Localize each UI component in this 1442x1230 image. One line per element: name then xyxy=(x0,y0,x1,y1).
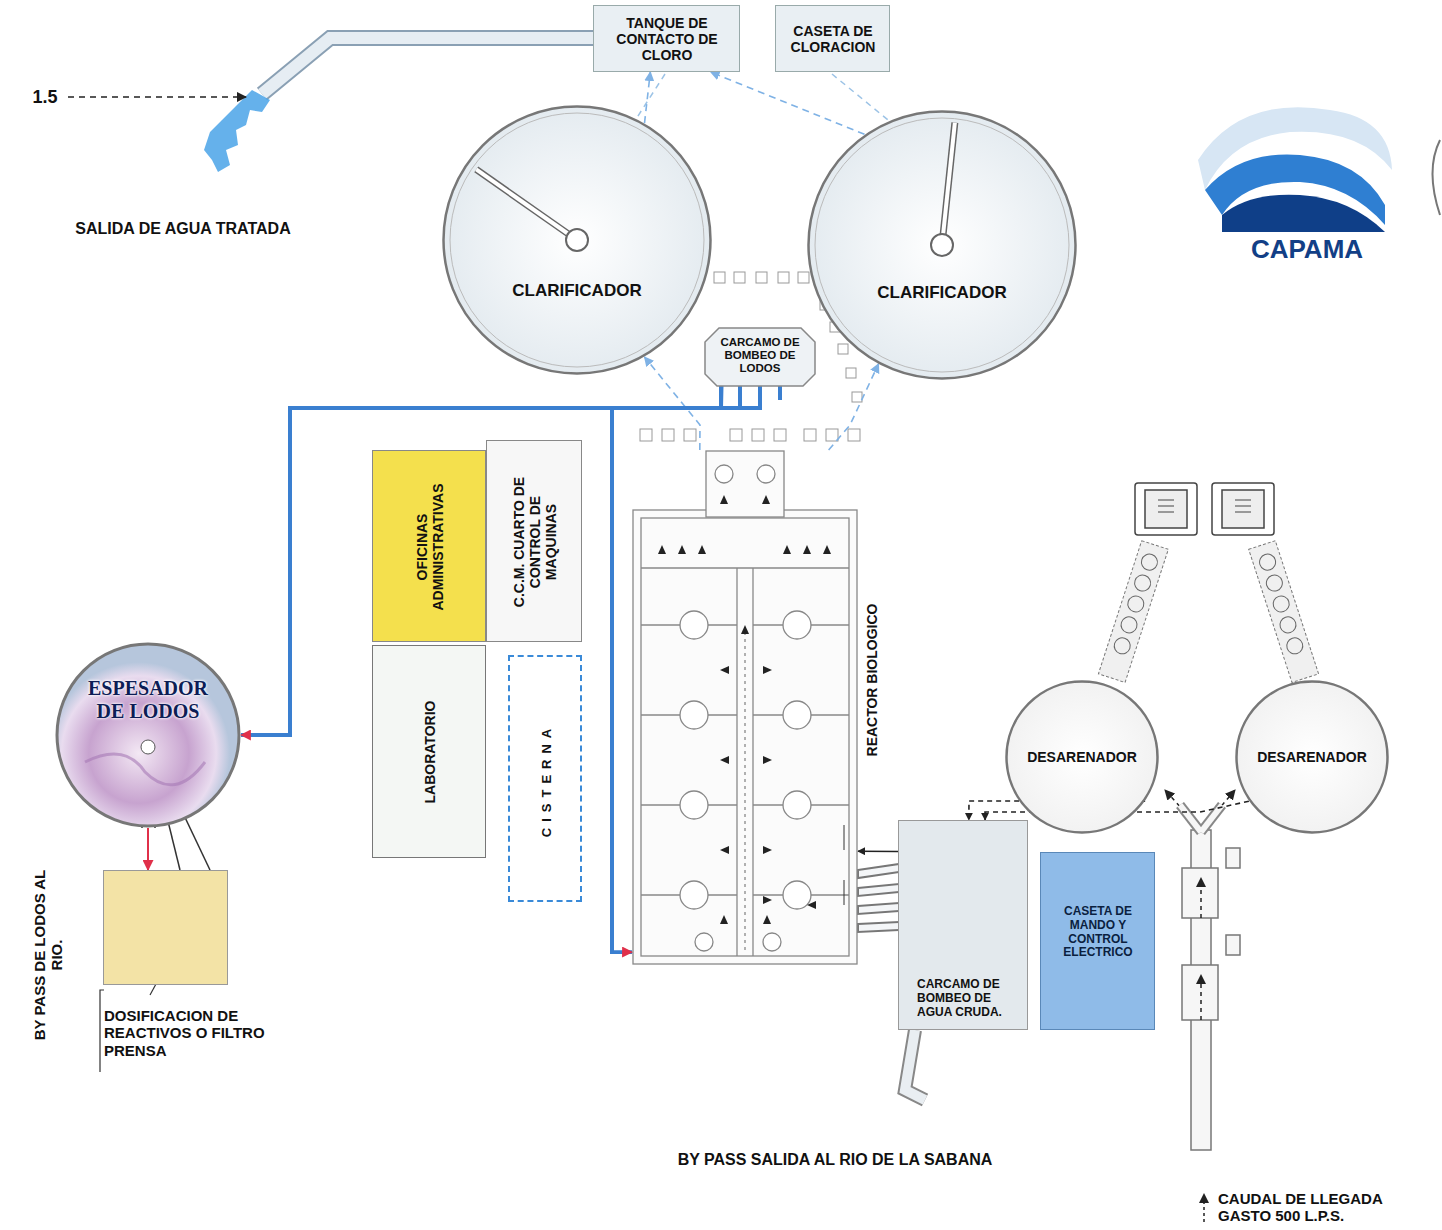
clarifier-circle: CLARIFICADOR xyxy=(807,110,1077,380)
grit-chamber: DESARENADOR xyxy=(1005,680,1159,834)
clarifier-circle: CLARIFICADOR xyxy=(442,105,712,375)
clarifier-circle-shape xyxy=(807,110,1077,380)
node-label: C.C.M. CUARTO DE CONTROL DE MAQUINAS xyxy=(511,457,559,627)
node-label: DESARENADOR xyxy=(1242,749,1382,765)
node-label: ESPESADOR DE LODOS xyxy=(78,677,218,723)
node-label: CASETA DE MANDO Y CONTROL ELECTRICO xyxy=(1046,905,1150,960)
node-label: CISTERNA xyxy=(540,675,555,885)
node-label: CARCAMO DE BOMBEO DE LODOS xyxy=(712,336,808,376)
bioreactor: REACTOR BIOLOGICO xyxy=(632,450,858,965)
node-label: DESARENADOR xyxy=(1012,749,1152,765)
control-room-box: C.C.M. CUARTO DE CONTROL DE MAQUINAS xyxy=(486,440,582,642)
cistern-box: CISTERNA xyxy=(508,655,582,902)
contact-tank: TANQUE DE CONTACTO DE CLORO xyxy=(593,5,740,72)
inflow-label: CAUDAL DE LLEGADA GASTO 500 L.P.S. xyxy=(1218,1190,1418,1225)
node-label: REACTOR BIOLOGICO xyxy=(864,570,880,790)
callout-number: 1.5 xyxy=(20,87,70,108)
flow-connector xyxy=(711,72,865,134)
bypass-label: BY PASS SALIDA AL RIO DE LA SABANA xyxy=(655,1151,1015,1169)
flow-connector xyxy=(858,850,898,852)
bypass-label: BY PASS DE LODOS AL RIO. xyxy=(31,865,66,1045)
node-label: CARCAMO DE BOMBEO DE AGUA CRUDA. xyxy=(917,978,1021,1019)
node-label: CASETA DE CLORACION xyxy=(779,23,887,55)
outlet-label: SALIDA DE AGUA TRATADA xyxy=(23,220,343,238)
chlorination-house: CASETA DE CLORACION xyxy=(775,5,890,72)
sludge-pump-pit: CARCAMO DE BOMBEO DE LODOS xyxy=(705,328,815,386)
node-label: CLARIFICADOR xyxy=(477,281,677,301)
node-label: CLARIFICADOR xyxy=(842,283,1042,303)
raw-pump-pit: CARCAMO DE BOMBEO DE AGUA CRUDA. xyxy=(898,820,1028,1030)
flow-connector xyxy=(829,364,879,450)
flow-connector xyxy=(645,72,651,123)
node-label: TANQUE DE CONTACTO DE CLORO xyxy=(600,15,735,63)
node-label: OFICINAS ADMINISTRATIVAS xyxy=(414,467,446,627)
node-label: LABORATORIO xyxy=(422,662,438,842)
node-label: DOSIFICACION DE REACTIVOS O FILTRO PRENS… xyxy=(104,1007,304,1059)
lab-box: LABORATORIO xyxy=(372,645,486,858)
grit-chamber: DESARENADOR xyxy=(1235,680,1389,834)
control-house: CASETA DE MANDO Y CONTROL ELECTRICO xyxy=(1040,852,1155,1030)
flow-connector xyxy=(147,828,149,870)
thickener-circle: ESPESADOR DE LODOS xyxy=(55,642,241,828)
office-box: OFICINAS ADMINISTRATIVAS xyxy=(372,450,486,642)
dosing-box: DOSIFICACION DE REACTIVOS O FILTRO PRENS… xyxy=(103,870,228,985)
flow-connector xyxy=(645,357,701,450)
logo-text: CAPAMA xyxy=(1217,235,1397,265)
bioreactor-shape xyxy=(632,450,858,965)
clarifier-circle-shape xyxy=(442,105,712,375)
thickener-circle-shape xyxy=(55,642,241,828)
logo-mark xyxy=(1198,107,1440,232)
